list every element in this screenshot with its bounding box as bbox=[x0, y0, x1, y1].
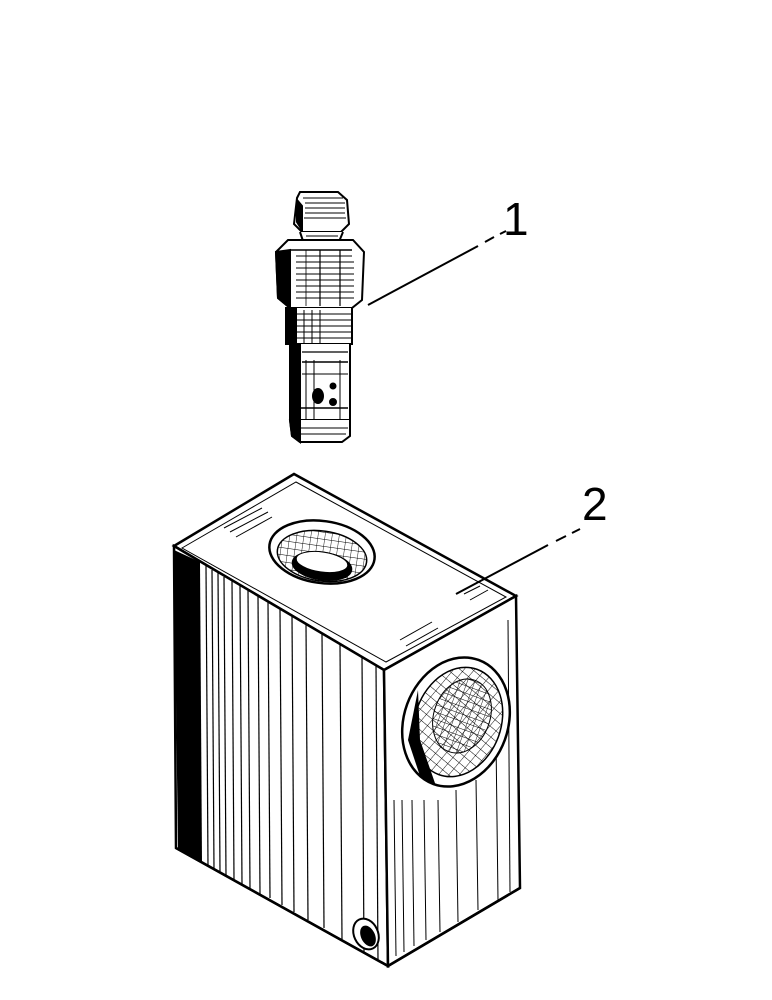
block-top-port bbox=[268, 519, 376, 585]
valve-hex-nut bbox=[274, 239, 366, 311]
valve-cap bbox=[292, 191, 351, 245]
block-side-port bbox=[400, 656, 512, 788]
valve-body-block bbox=[171, 472, 522, 969]
left-face-hatching bbox=[205, 565, 379, 961]
valve-lower-body bbox=[289, 343, 351, 421]
block-mounting-hole bbox=[352, 917, 380, 951]
right-face-hatching bbox=[393, 619, 511, 957]
cartridge-valve bbox=[274, 191, 366, 444]
valve-bottom-ring bbox=[288, 419, 351, 444]
leader-line-1 bbox=[367, 230, 507, 306]
callout-label-2: 2 bbox=[582, 478, 608, 530]
leader-line-2 bbox=[455, 528, 581, 595]
callout-label-1: 1 bbox=[503, 193, 529, 245]
valve-thread bbox=[285, 307, 353, 345]
